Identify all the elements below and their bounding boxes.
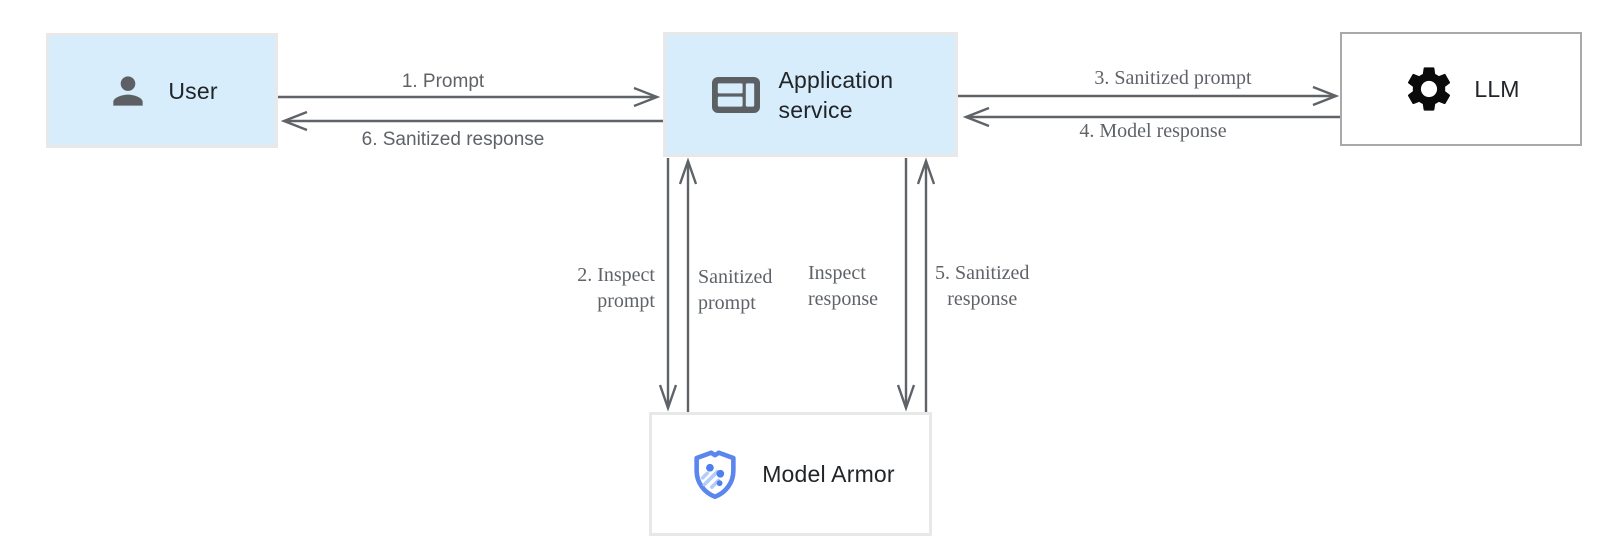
edge-model-response-arrowhead — [962, 106, 990, 128]
edge-label-sanitized-response-to-user: 6. Sanitized response — [361, 129, 545, 150]
node-llm-label: LLM — [1474, 76, 1520, 102]
node-model-armor: Model Armor — [649, 412, 932, 536]
edge-sanitized-response-return-arrowhead — [916, 157, 936, 185]
shield-icon — [686, 445, 744, 503]
gear-icon — [1402, 62, 1456, 116]
edge-label-model-response: 4. Model response — [1079, 120, 1227, 142]
edge-label-sanitized-response-return: 5. Sanitized response — [935, 262, 1030, 310]
edge-sanitized-prompt-return-arrowhead — [678, 157, 698, 185]
edge-sanitized-prompt-to-llm-arrowhead — [1312, 85, 1340, 107]
app-window-icon — [711, 75, 761, 115]
node-llm: LLM — [1340, 32, 1582, 146]
edge-sanitized-response-to-user-arrowhead — [280, 110, 308, 132]
edge-label-sanitized-prompt-return: Sanitized prompt — [698, 266, 773, 314]
edge-label-inspect-prompt: 2. Inspect prompt — [577, 264, 655, 312]
node-user-label: User — [168, 77, 218, 104]
person-icon — [106, 69, 150, 113]
node-user: User — [46, 33, 278, 148]
edge-label-prompt: 1. Prompt — [401, 71, 485, 92]
edge-label-inspect-response: Inspect response — [808, 262, 878, 310]
node-application-service: Application service — [663, 32, 958, 157]
edge-label-sanitized-prompt-to-llm: 3. Sanitized prompt — [1094, 67, 1252, 89]
node-application-service-label: Application service — [778, 66, 894, 123]
edge-prompt-arrowhead — [633, 86, 661, 108]
edge-inspect-response-arrowhead — [896, 384, 916, 412]
node-model-armor-label: Model Armor — [762, 461, 895, 487]
edge-inspect-prompt-arrowhead — [658, 384, 678, 412]
